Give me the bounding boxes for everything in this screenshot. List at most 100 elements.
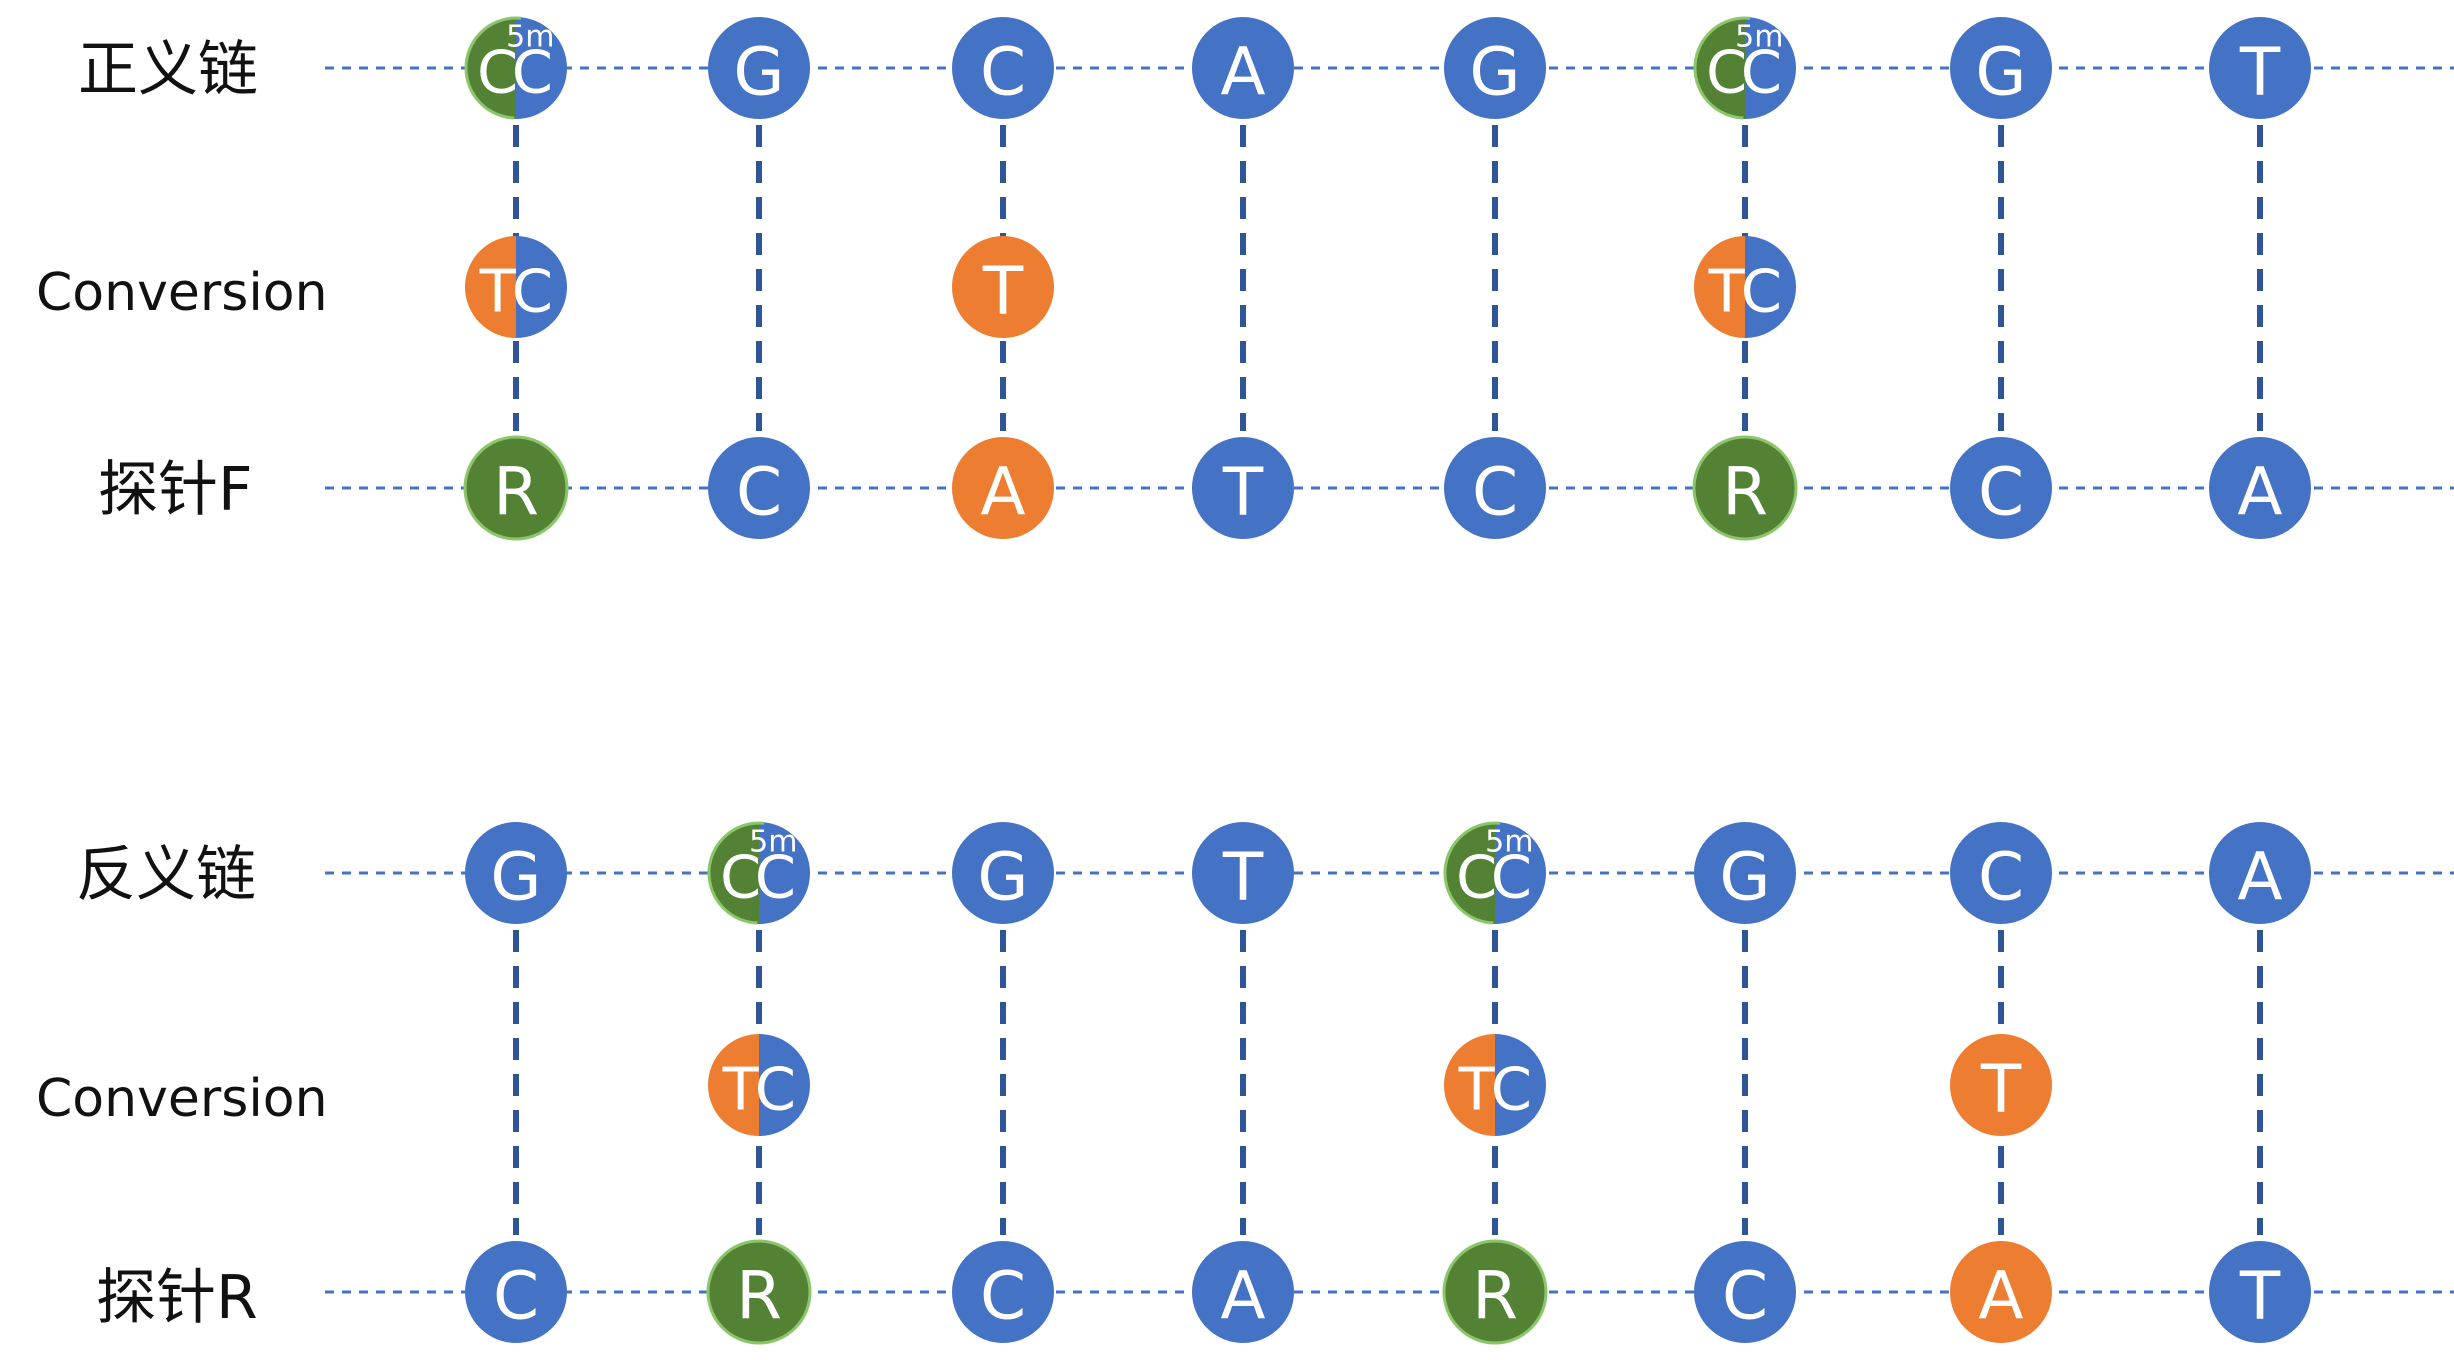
node-right-base: C <box>755 1055 796 1124</box>
node-right-half <box>1495 1034 1546 1136</box>
node-right-base: C <box>1741 257 1782 326</box>
node-base: C <box>980 1258 1026 1335</box>
node-base: T <box>1980 1051 2022 1128</box>
node-circle <box>2209 822 2311 924</box>
probe-f-label: 探针F <box>98 455 253 525</box>
node-left-base: T <box>1708 257 1746 326</box>
node-circle <box>465 822 567 924</box>
node-right-half <box>516 17 567 119</box>
methyl-superscript: 5m <box>1735 20 1783 55</box>
node-base: A <box>2237 839 2282 916</box>
node-base: R <box>1472 1258 1518 1335</box>
node-base: A <box>980 454 1025 531</box>
sense-strand-node: G <box>708 17 810 119</box>
node-base: G <box>733 34 784 111</box>
antisense-strand-node: A <box>2209 822 2311 924</box>
antisense-strand-node: T <box>1192 822 1294 924</box>
antisense-strand-node: C <box>1950 822 2052 924</box>
node-right-half <box>759 1034 810 1136</box>
node-base: A <box>1978 1258 2023 1335</box>
methyl-superscript: 5m <box>506 20 554 55</box>
node-circle <box>2209 17 2311 119</box>
node-base: G <box>1719 839 1770 916</box>
node-left-base: C <box>1706 38 1747 107</box>
node-base: A <box>1220 1258 1265 1335</box>
probe-r-label: 探针R <box>96 1263 258 1333</box>
sense-conversion-label: Conversion <box>36 263 328 323</box>
sense-strand-node: T <box>2209 17 2311 119</box>
sense-probe-node: R <box>463 435 569 541</box>
sense-probe-node: A <box>2209 437 2311 539</box>
antisense-strand-node: G <box>1694 822 1796 924</box>
node-left-base: T <box>1458 1055 1496 1124</box>
node-circle <box>1192 822 1294 924</box>
node-base: R <box>1722 454 1768 531</box>
methyl-superscript: 5m <box>1485 825 1533 860</box>
node-base: T <box>2239 1258 2281 1335</box>
node-left-base: C <box>720 843 761 912</box>
node-circle <box>1192 1241 1294 1343</box>
antisense-conversion-node: TC <box>1444 1034 1546 1136</box>
node-left-base: T <box>722 1055 760 1124</box>
node-outline <box>464 16 568 120</box>
sense-probe-node: C <box>1444 437 1546 539</box>
node-circle <box>1694 822 1796 924</box>
node-circle <box>1950 822 2052 924</box>
node-outline <box>707 821 811 925</box>
node-base: C <box>980 34 1026 111</box>
node-base: T <box>982 253 1024 330</box>
antisense-conversion-node: T <box>1950 1034 2052 1136</box>
node-circle <box>1192 17 1294 119</box>
node-base: C <box>493 1258 539 1335</box>
antisense-probe-node: C <box>465 1241 567 1343</box>
antisense-probe-node: C <box>952 1241 1054 1343</box>
node-circle <box>1694 1241 1796 1343</box>
node-circle <box>708 437 810 539</box>
node-base: G <box>1469 34 1520 111</box>
node-circle <box>708 17 810 119</box>
node-circle <box>2209 1241 2311 1343</box>
antisense-probe-node: C <box>1694 1241 1796 1343</box>
sense-probe-node: A <box>952 437 1054 539</box>
node-right-base: C <box>1741 38 1782 107</box>
node-circle <box>1444 437 1546 539</box>
node-circle <box>1444 17 1546 119</box>
node-right-base: C <box>755 843 796 912</box>
node-circle <box>952 17 1054 119</box>
node-base: T <box>1222 839 1264 916</box>
node-right-base: C <box>1491 843 1532 912</box>
node-base: C <box>736 454 782 531</box>
node-left-half <box>1444 1034 1495 1136</box>
node-right-half <box>759 822 810 924</box>
node-outline <box>1693 16 1797 120</box>
node-base: T <box>2239 34 2281 111</box>
node-left-half <box>1444 822 1495 924</box>
sense-strand-node: G <box>1444 17 1546 119</box>
antisense-strand-label: 反义链 <box>76 840 256 910</box>
methyl-superscript: 5m <box>749 825 797 860</box>
node-right-half <box>516 236 567 338</box>
antisense-probe-node: R <box>1442 1239 1548 1345</box>
node-base: C <box>1978 839 2024 916</box>
node-circle <box>2209 437 2311 539</box>
antisense-probe-node: T <box>2209 1241 2311 1343</box>
antisense-probe-node: R <box>706 1239 812 1345</box>
node-left-base: C <box>1456 843 1497 912</box>
antisense-conversion-label: Conversion <box>36 1069 328 1129</box>
node-right-half <box>1495 822 1546 924</box>
node-left-half <box>708 822 759 924</box>
node-left-base: T <box>479 257 517 326</box>
node-circle <box>463 435 569 541</box>
node-circle <box>1442 1239 1548 1345</box>
node-circle <box>952 1241 1054 1343</box>
node-circle <box>952 236 1054 338</box>
sense-strand-label: 正义链 <box>78 35 258 105</box>
sense-probe-node: T <box>1192 437 1294 539</box>
node-left-half <box>465 17 516 119</box>
node-circle <box>952 437 1054 539</box>
node-circle <box>465 1241 567 1343</box>
